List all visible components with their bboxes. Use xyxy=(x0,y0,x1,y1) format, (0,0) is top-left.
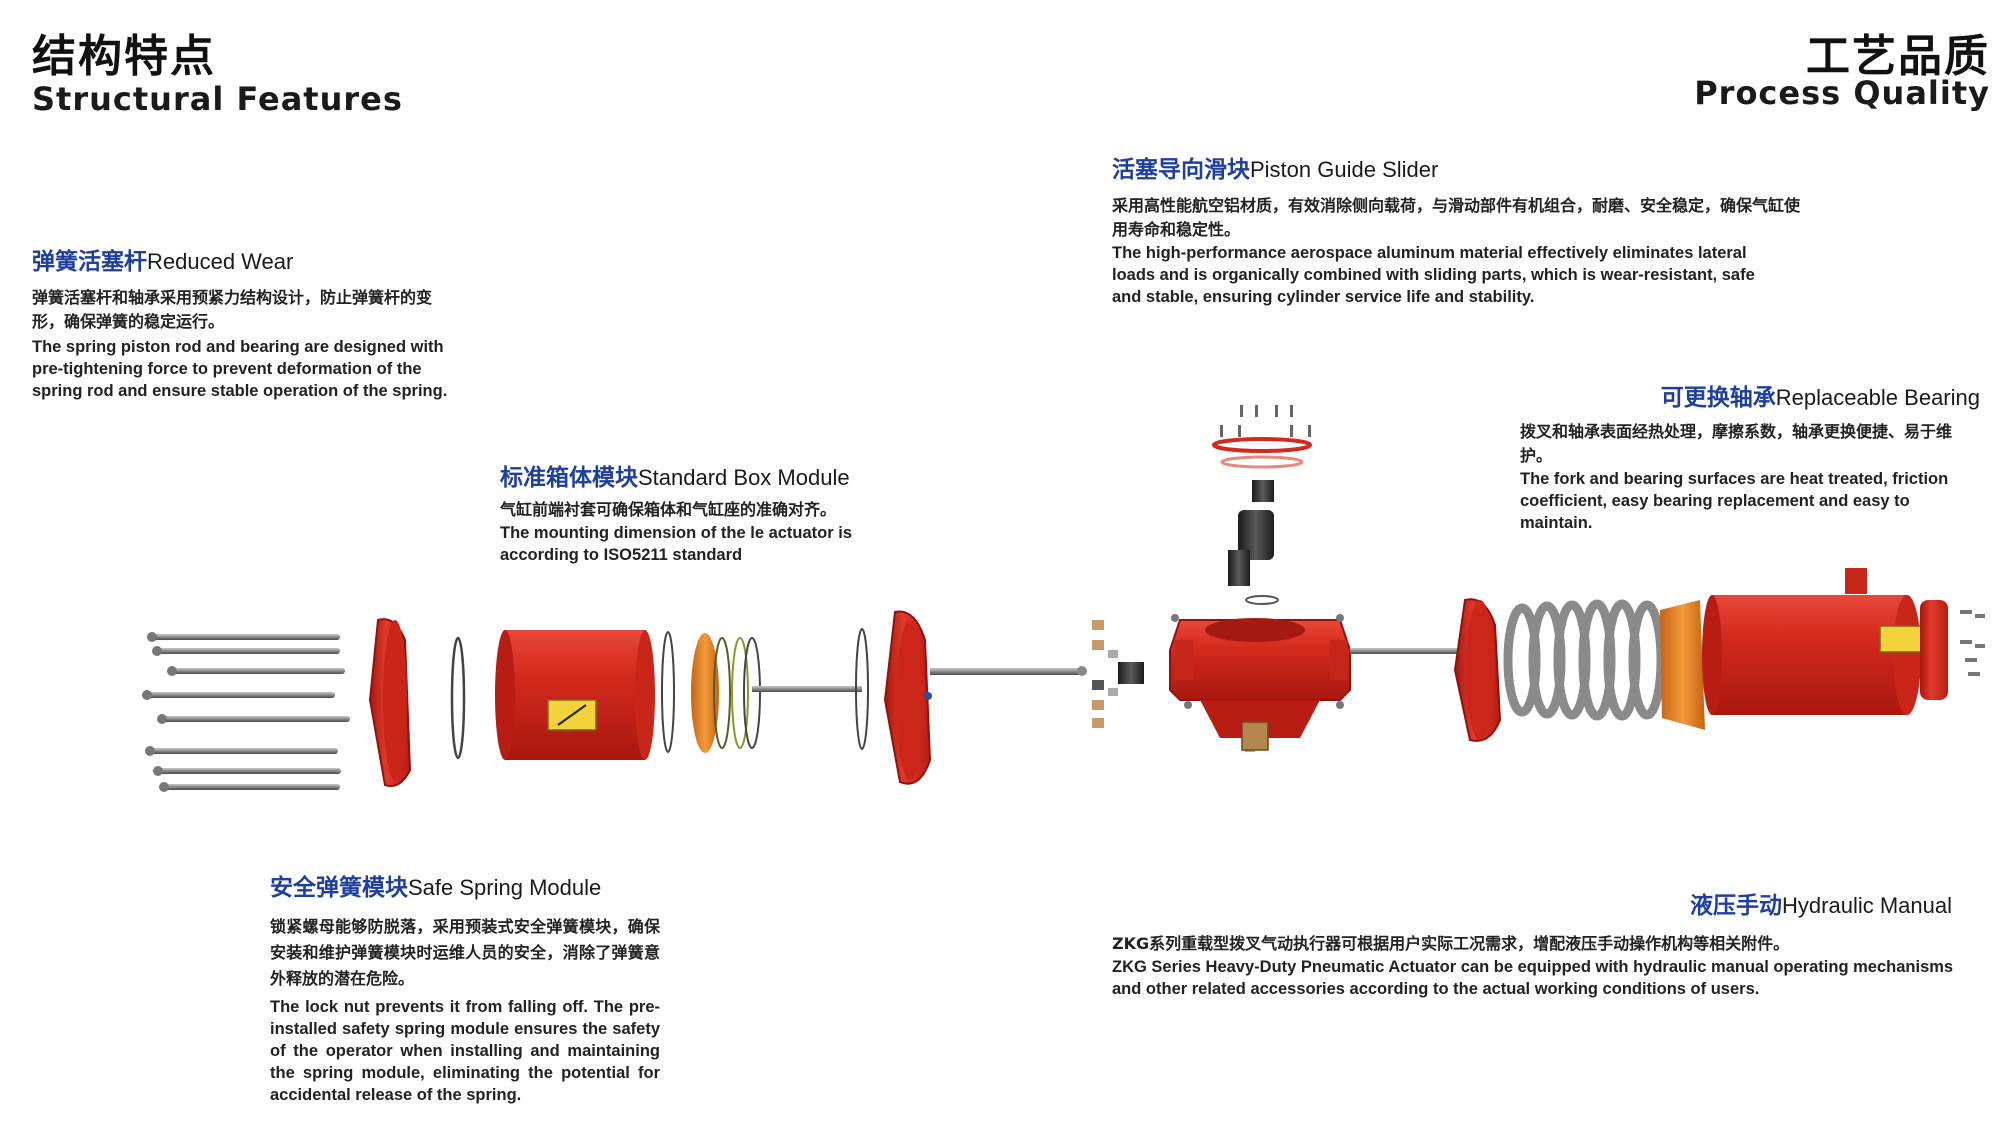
body-cn: 拨叉和轴承表面经热处理，摩擦系数，轴承更换便捷、易于维护。 xyxy=(1520,422,1953,465)
piston-rod xyxy=(930,668,1080,675)
title-cn: 活塞导向滑块 xyxy=(1112,157,1250,183)
header-right-cn: 工艺品质 xyxy=(1806,31,1990,82)
body-en: The high-performance aerospace aluminum … xyxy=(1112,244,1755,306)
body-en: The lock nut prevents it from falling of… xyxy=(270,998,660,1104)
title-en: Standard Box Module xyxy=(638,465,850,490)
section-title: 可更换轴承Replaceable Bearing xyxy=(1520,378,1980,412)
section-title: 标准箱体模块Standard Box Module xyxy=(500,458,930,492)
rod-nut xyxy=(1077,666,1087,676)
cylinder-flange xyxy=(883,610,932,785)
header-left-en: Structural Features xyxy=(32,80,403,118)
body-cn: 气缸前端衬套可确保箱体和气缸座的准确对齐。 xyxy=(500,500,837,519)
spring-cup xyxy=(1660,600,1705,730)
title-en: Hydraulic Manual xyxy=(1782,893,1952,918)
title-cn: 标准箱体模块 xyxy=(500,465,638,491)
section-piston-guide: 活塞导向滑块Piston Guide Slider 采用高性能航空铝材质，有效消… xyxy=(1112,150,1812,308)
header-right-en: Process Quality xyxy=(1694,74,1990,112)
header-left-cn: 结构特点 xyxy=(32,31,216,82)
spring-flange xyxy=(1453,598,1502,742)
section-title: 液压手动Hydraulic Manual xyxy=(1112,886,1972,920)
section-title: 活塞导向滑块Piston Guide Slider xyxy=(1112,150,1812,184)
guide-slider xyxy=(1092,620,1144,728)
cylinder-main xyxy=(495,630,655,760)
title-cn: 弹簧活塞杆 xyxy=(32,249,147,275)
title-cn: 可更换轴承 xyxy=(1660,385,1776,411)
end-bolts-right xyxy=(1960,610,1985,676)
end-cap-left xyxy=(368,618,412,787)
actuator-housing xyxy=(1169,614,1351,752)
section-bearing: 可更换轴承Replaceable Bearing 拨叉和轴承表面经热处理，摩擦系… xyxy=(1520,378,1980,534)
coil-spring xyxy=(1503,599,1666,721)
body-en: The mounting dimension of the le actuato… xyxy=(500,524,853,564)
title-en: Replaceable Bearing xyxy=(1775,385,1980,410)
body-en: The fork and bearing surfaces are heat t… xyxy=(1520,470,1949,532)
title-en: Safe Spring Module xyxy=(408,875,602,900)
body-en: ZKG Series Heavy-Duty Pneumatic Actuator… xyxy=(1112,958,1954,998)
title-en: Reduced Wear xyxy=(147,249,294,274)
tie-rods xyxy=(142,632,350,792)
body-cn: ZKG系列重载型拨叉气动执行器可根据用户实际工况需求，增配液压手动操作机构等相关… xyxy=(1112,934,1790,953)
section-title: 弹簧活塞杆Reduced Wear xyxy=(32,242,462,276)
section-hydraulic: 液压手动Hydraulic Manual ZKG系列重载型拨叉气动执行器可根据用… xyxy=(1112,886,1972,1000)
title-en: Piston Guide Slider xyxy=(1250,157,1439,182)
body-en: The spring piston rod and bearing are de… xyxy=(32,338,448,400)
title-cn: 液压手动 xyxy=(1690,893,1783,919)
top-drive-stack xyxy=(1212,405,1312,605)
section-safe-spring: 安全弹簧模块Safe Spring Module 锁紧螺母能够防脱落，采用预装式… xyxy=(270,868,660,1106)
section-spring-rod: 弹簧活塞杆Reduced Wear 弹簧活塞杆和轴承采用预紧力结构设计，防止弹簧… xyxy=(32,242,462,402)
title-cn: 安全弹簧模块 xyxy=(270,875,408,901)
body-cn: 弹簧活塞杆和轴承采用预紧力结构设计，防止弹簧杆的变形，确保弹簧的稳定运行。 xyxy=(32,288,433,331)
piston-assembly xyxy=(661,628,869,753)
body-cn: 锁紧螺母能够防脱落，采用预装式安全弹簧模块，确保安装和维护弹簧模块时运维人员的安… xyxy=(270,917,660,988)
spring-cylinder xyxy=(1702,568,1948,715)
bottom-bearing xyxy=(1241,721,1269,751)
body-cn: 采用高性能航空铝材质，有效消除侧向载荷，与滑动部件有机组合，耐磨、安全稳定，确保… xyxy=(1112,196,1801,239)
section-title: 安全弹簧模块Safe Spring Module xyxy=(270,868,660,902)
o-ring xyxy=(450,636,466,760)
section-box-module: 标准箱体模块Standard Box Module 气缸前端衬套可确保箱体和气缸… xyxy=(500,458,930,566)
spring-rod xyxy=(1350,648,1470,654)
